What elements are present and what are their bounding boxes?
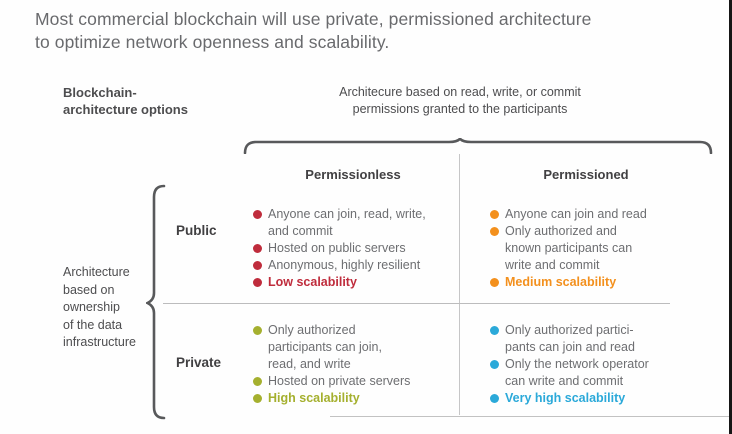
bullet-text: Only the network operator can write and … (505, 357, 649, 388)
bullet-icon (490, 360, 499, 369)
bullet-text: Hosted on private servers (268, 374, 411, 388)
bullet-item: Only authorized partici- pants can join … (490, 322, 680, 356)
cell-private-permissionless: Only authorized participants can join, r… (253, 322, 453, 407)
bullet-text: Very high scalability (505, 391, 626, 405)
bullet-item: Anyone can join, read, write, and commit (253, 206, 453, 240)
bullet-text: Only authorized partici- pants can join … (505, 323, 635, 354)
bullet-text: Only authorized and known participants c… (505, 224, 633, 272)
bullet-icon (253, 210, 262, 219)
bullet-text: Low scalability (268, 275, 357, 289)
bullet-item: Anyone can join and read (490, 206, 680, 223)
bullet-icon (490, 210, 499, 219)
bullet-icon (490, 326, 499, 335)
bullet-icon (490, 394, 499, 403)
bullet-item: Hosted on private servers (253, 373, 453, 390)
bullet-item: Low scalability (253, 274, 453, 291)
top-brace-icon (243, 138, 713, 154)
bullet-icon (253, 244, 262, 253)
bullet-text: Anyone can join and read (505, 207, 647, 221)
cell-private-permissioned: Only authorized partici- pants can join … (490, 322, 680, 407)
column-header-permissioned: Permissioned (543, 167, 629, 182)
bullet-icon (253, 261, 262, 270)
cell-public-permissionless: Anyone can join, read, write, and commit… (253, 206, 453, 291)
bullet-icon (253, 326, 262, 335)
right-edge-border (729, 0, 732, 434)
row-divider (163, 303, 670, 304)
bullet-item: Hosted on public servers (253, 240, 453, 257)
row-label-private: Private (176, 355, 222, 370)
bullet-text: Medium scalability (505, 275, 617, 289)
column-divider (459, 154, 460, 415)
bullet-item: High scalability (253, 390, 453, 407)
top-axis-label: Architecure based on read, write, or com… (339, 85, 581, 116)
column-header-permissionless: Permissionless (305, 167, 401, 182)
bullet-item: Anonymous, highly resilient (253, 257, 453, 274)
bullet-icon (490, 278, 499, 287)
axis-options-label: Blockchain- architecture options (63, 85, 188, 117)
bullet-icon (490, 227, 499, 236)
bullet-item: Only authorized participants can join, r… (253, 322, 453, 373)
bottom-hairline (330, 416, 729, 417)
bullet-text: Anyone can join, read, write, and commit (268, 207, 426, 238)
row-label-public: Public (176, 223, 217, 238)
bullet-icon (253, 278, 262, 287)
bullet-item: Only authorized and known participants c… (490, 223, 680, 274)
page-title: Most commercial blockchain will use priv… (35, 9, 592, 52)
bullet-icon (253, 394, 262, 403)
bullet-text: Only authorized participants can join, r… (268, 323, 382, 371)
bullet-icon (253, 377, 262, 386)
bullet-item: Only the network operator can write and … (490, 356, 680, 390)
bullet-text: Hosted on public servers (268, 241, 406, 255)
bullet-item: Very high scalability (490, 390, 680, 407)
bullet-text: High scalability (268, 391, 360, 405)
left-brace-icon (146, 184, 166, 420)
bullet-text: Anonymous, highly resilient (268, 258, 421, 272)
left-axis-label: Architecture based on ownership of the d… (63, 265, 136, 349)
bullet-item: Medium scalability (490, 274, 680, 291)
